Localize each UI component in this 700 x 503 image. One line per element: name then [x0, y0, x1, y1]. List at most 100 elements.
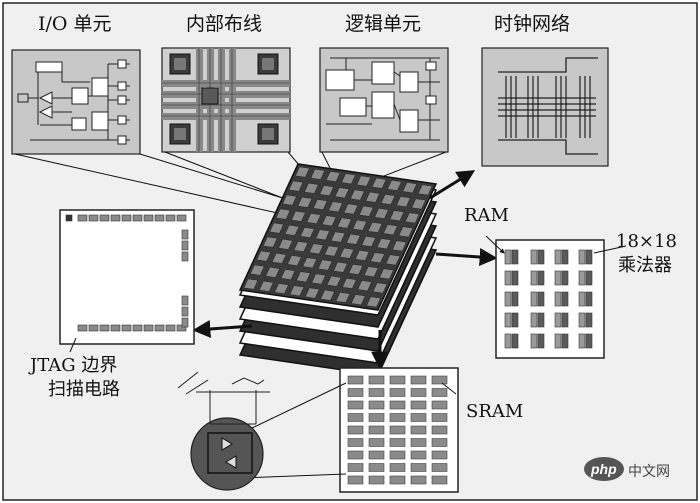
sram-cell [431, 438, 448, 447]
sram-cell [347, 425, 364, 435]
sram-cell [431, 388, 448, 397]
multiplier-label-line2: 乘法器 [618, 255, 672, 276]
sram-cell [347, 388, 364, 397]
die-cell [330, 231, 346, 243]
die-cell [367, 222, 383, 233]
die-cell [370, 252, 385, 264]
die-cell [385, 254, 401, 266]
die-cell [383, 224, 398, 236]
die-cell [304, 182, 319, 194]
clock-network-inset [481, 47, 609, 167]
die-cell [308, 243, 324, 255]
die-cell [342, 278, 357, 289]
die-cell [392, 240, 407, 252]
die-cell [296, 271, 311, 283]
ram-cell [578, 333, 586, 349]
ram-cell [504, 333, 512, 349]
ram-cell [504, 249, 512, 265]
ram-cell [578, 270, 586, 286]
die-cell [265, 266, 280, 278]
sram-cell [431, 463, 448, 472]
sram-cell [410, 463, 427, 472]
boundary-cell [181, 317, 189, 328]
ram-cell [554, 270, 562, 286]
die-cell [372, 282, 388, 294]
boundary-cell [154, 214, 165, 222]
die-cell [366, 296, 381, 308]
sram-cell [368, 388, 385, 397]
ram-cell [504, 291, 512, 307]
die-cell [269, 222, 284, 234]
multiplier-cell [537, 312, 545, 328]
multiplier-cell [585, 333, 593, 349]
boundary-cell [176, 214, 187, 222]
ram-cell [530, 312, 538, 328]
sram-cell [389, 375, 406, 385]
boundary-cell [181, 240, 189, 251]
jtag-corner [65, 214, 73, 222]
multiplier-label-line1: 18×18 [616, 231, 677, 252]
die-cell [361, 236, 376, 247]
sram-cell [410, 413, 427, 422]
sram-cell [347, 400, 364, 410]
die-cell [328, 201, 343, 213]
die-cell [258, 280, 274, 292]
ram-cell [530, 270, 538, 286]
sram-cell [410, 450, 427, 460]
ram-cell [504, 270, 512, 286]
boundary-cell [110, 214, 121, 222]
die-cell [337, 217, 352, 229]
io-cell-inset [11, 49, 141, 155]
sram-cell [368, 413, 385, 422]
multiplier-cell [537, 291, 545, 307]
die-cell [282, 194, 297, 206]
die-cell [317, 259, 333, 271]
sram-cell [389, 450, 406, 460]
jtag-block [59, 209, 195, 345]
sram-cell [368, 463, 385, 472]
sram-cell [389, 400, 406, 410]
die-cell [300, 227, 315, 238]
die-cell [411, 198, 426, 210]
sram-cell [347, 463, 364, 472]
sram-cell [410, 388, 427, 397]
die-cell [341, 173, 356, 185]
sram-cell [368, 475, 385, 485]
multiplier-cell [561, 291, 569, 307]
sram-cell [389, 475, 406, 485]
sram-pointer [441, 382, 457, 395]
die-cell [256, 250, 272, 262]
die-cell [358, 205, 374, 217]
boundary-cell [165, 214, 176, 222]
sram-cell [389, 425, 406, 435]
boundary-cell [181, 295, 189, 306]
sram-cell [347, 475, 364, 485]
die-cell [363, 266, 379, 278]
multiplier-cell [561, 270, 569, 286]
ram-cell [530, 291, 538, 307]
sram-cell-magnifier [177, 371, 347, 491]
die-cell [350, 294, 366, 306]
watermark-brand: php [591, 461, 617, 477]
die-cell [312, 199, 328, 210]
sram-cell [431, 400, 448, 410]
die-cell [295, 166, 310, 178]
ram-cell [504, 312, 512, 328]
jtag-label-line1: JTAG 边界 [30, 355, 118, 376]
sram-cell [347, 450, 364, 460]
die-cell [243, 278, 259, 290]
arrow-to-ram-block [435, 248, 498, 266]
die-cell [374, 208, 389, 219]
die-cell [334, 187, 350, 199]
multiplier-cell [511, 249, 519, 265]
multiplier-cell [511, 312, 519, 328]
die-cell [346, 233, 361, 245]
jtag-label-line2: 扫描电路 [48, 379, 120, 400]
sram-cell [347, 413, 364, 422]
boundary-cell [143, 324, 154, 332]
sram-cell [368, 450, 385, 460]
die-cell [291, 210, 306, 222]
die-cell [293, 241, 309, 252]
ram-cell [554, 249, 562, 265]
sram-cell [410, 475, 427, 485]
